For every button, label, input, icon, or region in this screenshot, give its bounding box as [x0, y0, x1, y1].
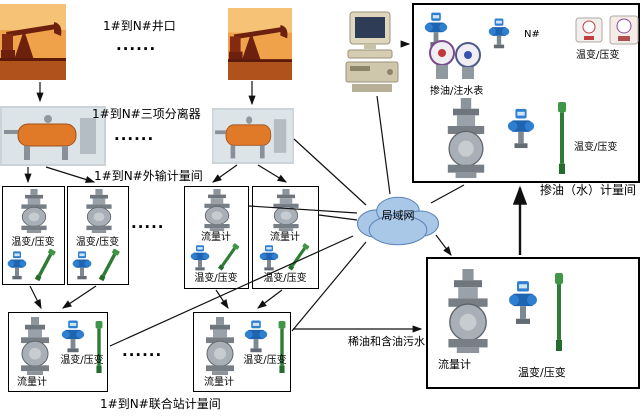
- ellipsis-dots: ······: [116, 40, 157, 58]
- oil-sewage-metering-box: 流量计 温变/压变: [426, 257, 640, 389]
- separator-label: 1#到N#三项分离器: [92, 107, 201, 121]
- temperature-probe-icon: [217, 242, 240, 272]
- flowmeter-icon: [203, 189, 231, 231]
- metering-box: 流量计 温变/压变: [184, 186, 249, 289]
- flowmeter-label: 流量计: [204, 377, 234, 388]
- temperature-probe-icon: [287, 242, 310, 272]
- flowmeter-label: 流量计: [270, 232, 300, 243]
- flowmeter-icon: [272, 189, 300, 231]
- flowmeter-icon: [447, 269, 489, 353]
- flowmeter-icon: [205, 317, 235, 375]
- three-phase-separator-photo: [212, 108, 294, 164]
- station-room-label: 1#到N#联合站计量间: [100, 397, 221, 411]
- transfer-room-label: 1#到N#外输计量间: [94, 169, 203, 183]
- lan-label: 局域网: [381, 209, 415, 222]
- flowmeter-label: 流量计: [438, 358, 471, 371]
- temp-press-label: 温变/压变: [574, 142, 618, 153]
- temp-press-label: 温变/压变: [194, 273, 238, 284]
- ellipsis-dots: ······: [114, 130, 155, 148]
- flowmeter-icon: [85, 189, 113, 233]
- metering-box: 流量计 温变/压变: [252, 186, 319, 289]
- metering-box: 温变/压变: [67, 186, 129, 285]
- pumpjack-photo: [0, 4, 66, 80]
- pressure-transmitter-icon: [507, 108, 535, 149]
- three-phase-separator-photo: [0, 106, 106, 166]
- flowmeter-label: 流量计: [17, 377, 47, 388]
- ellipsis-dots: ·····: [131, 218, 165, 236]
- flowmeter-icon: [20, 317, 50, 375]
- flowmeter-label: 流量计: [201, 232, 231, 243]
- metering-box: 温变/压变: [2, 186, 65, 285]
- pressure-transmitter-icon: [190, 245, 210, 271]
- pressure-transmitter-icon: [488, 18, 510, 49]
- blend-meter-label: 掺油/注水表: [430, 86, 484, 97]
- temp-press-label: 温变/压变: [576, 50, 620, 61]
- blend-room-box: N# 温变/压变 掺油/注水表 温变/压变: [412, 3, 640, 183]
- pumpjack-photo: [228, 8, 292, 80]
- temperature-probe-icon: [33, 248, 57, 282]
- flowmeter-icon: [447, 98, 485, 178]
- ellipsis-dots: ······: [122, 346, 163, 364]
- oil-sewage-label: 稀油和含油污水: [348, 335, 425, 348]
- station-metering-box: 温变/压变 流量计: [193, 312, 291, 392]
- injection-meters-icon: [575, 15, 639, 45]
- temperature-probe-icon: [555, 273, 563, 351]
- temp-press-label: 温变/压变: [263, 273, 307, 284]
- blend-room-label: 掺油（水）计量间: [540, 183, 637, 197]
- wellhead-label: 1#到N#井口: [103, 19, 176, 33]
- pressure-transmitter-icon: [259, 245, 279, 271]
- pressure-transmitter-icon: [72, 251, 92, 280]
- temp-press-label: 温变/压变: [243, 355, 287, 366]
- scada-workstation-icon: [345, 11, 399, 93]
- temp-press-label: 温变/压变: [518, 366, 566, 379]
- temp-press-label: 温变/压变: [11, 237, 55, 248]
- pressure-transmitter-icon: [244, 320, 268, 353]
- flowmeter-icon: [20, 189, 48, 233]
- temp-press-label: 温变/压变: [60, 355, 104, 366]
- pressure-transmitter-icon: [61, 320, 85, 353]
- meter-gauges-icon: [429, 40, 481, 80]
- temperature-probe-icon: [558, 102, 566, 174]
- station-metering-box: 温变/压变 流量计: [8, 312, 108, 392]
- pressure-transmitter-icon: [7, 251, 27, 280]
- temperature-probe-icon: [97, 248, 121, 282]
- n-label: N#: [524, 29, 540, 40]
- temp-press-label: 温变/压变: [75, 237, 120, 248]
- pressure-transmitter-icon: [509, 281, 537, 324]
